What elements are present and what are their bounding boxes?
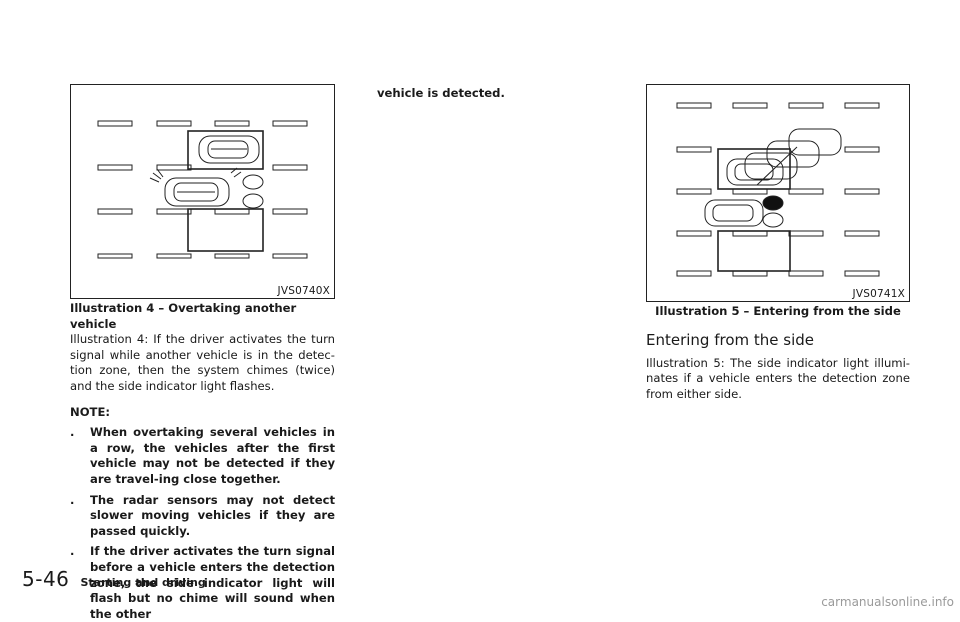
figure-code: JVS0741X [852, 288, 905, 300]
illustration-5-figure: JVS0741X [646, 84, 910, 302]
bullet-text: If the driver activates the turn signal … [90, 544, 335, 621]
figure-caption: Illustration 4 – Overtaking another vehi… [70, 301, 297, 331]
bullet-text: The radar sensors may not detect slower … [90, 492, 335, 538]
illustration-4-diagram [97, 120, 308, 259]
illustration-4-figure: JVS0740X [70, 84, 335, 299]
bullet-dot: . [70, 544, 75, 559]
body-paragraph: Illustration 5: The side indicator light… [646, 355, 910, 401]
figure-caption: Illustration 5 – Entering from the side [655, 304, 901, 318]
right-text-column: Illustration 5 – Entering from the side … [646, 304, 910, 402]
bullet-dot: . [70, 492, 75, 507]
note-bullet: . When overtaking several vehicles in a … [70, 425, 335, 487]
watermark: carmanualsonline.info [821, 595, 954, 609]
figure-code: JVS0740X [277, 285, 330, 297]
note-bullet: . The radar sensors may not detect slowe… [70, 493, 335, 540]
middle-text-column: vehicle is detected. [377, 86, 637, 102]
continued-text: vehicle is detected. [377, 86, 505, 100]
page-footer: 5-46 Starting and driving [22, 567, 206, 591]
bullet-dot: . [70, 425, 75, 440]
chapter-name: Starting and driving [80, 576, 206, 589]
note-heading: NOTE: [70, 404, 111, 419]
section-heading: Entering from the side [646, 330, 815, 349]
bullet-text: When overtaking several vehicles in a ro… [90, 425, 335, 486]
body-paragraph: Illustration 4: If the driver activates … [70, 332, 335, 393]
note-bullet: . If the driver activates the turn signa… [70, 544, 335, 622]
illustration-5-diagram [676, 102, 880, 277]
left-text-column: Illustration 4 – Overtaking another vehi… [70, 301, 335, 622]
page-number: 5-46 [22, 567, 70, 591]
